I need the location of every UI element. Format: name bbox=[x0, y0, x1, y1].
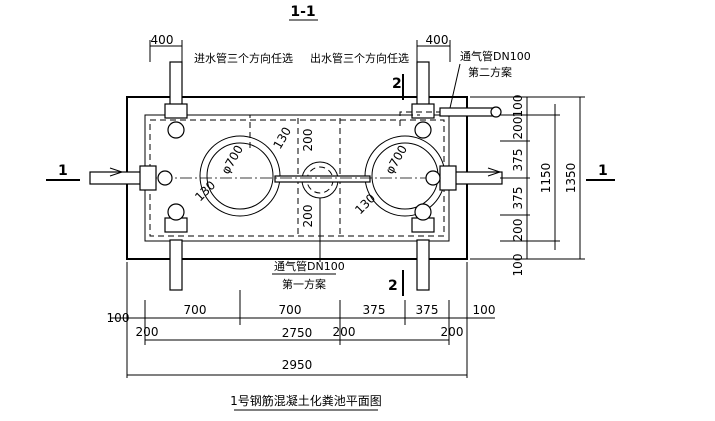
dim-200-top: 200 bbox=[301, 129, 315, 152]
outlet-note: 出水管三个方向任选 bbox=[310, 51, 409, 65]
flow-arrow-out bbox=[487, 167, 502, 177]
dim-bottom-700-a: 700 bbox=[184, 303, 207, 317]
dim-top-right: 400 bbox=[426, 33, 449, 47]
section-mark-bottom: 2 bbox=[388, 278, 398, 294]
dim-bottom-700-b: 700 bbox=[279, 303, 302, 317]
inlet-tee-top bbox=[167, 121, 185, 139]
dim-right-1350: 1350 bbox=[564, 163, 578, 194]
dim-right-200-top: 200 bbox=[511, 117, 525, 140]
dim-right-200-bottom: 200 bbox=[511, 219, 525, 242]
manhole-left-inner bbox=[206, 142, 274, 210]
dim-top-left: 400 bbox=[151, 33, 174, 47]
dim-bottom-2750: 2750 bbox=[282, 326, 313, 340]
section-title: 1-1 bbox=[290, 4, 315, 20]
inlet-fitting-left bbox=[139, 165, 157, 191]
vent-bottom-label: 通气管DN100 bbox=[274, 259, 345, 273]
dim-bottom-100-left: 100 bbox=[107, 311, 130, 325]
vent-bottom-scheme: 第一方案 bbox=[282, 277, 326, 291]
outlet-fitting-right bbox=[439, 165, 457, 191]
outlet-fitting-top-a bbox=[411, 103, 435, 119]
inlet-tee-bottom bbox=[167, 203, 185, 221]
section-mark-top: 2 bbox=[392, 76, 402, 92]
drawing-title: 1号钢筋混凝土化粪池平面图 bbox=[230, 393, 382, 408]
inlet-pipe-top bbox=[169, 61, 183, 107]
outlet-tee-top bbox=[414, 121, 432, 139]
outlet-tee-bottom bbox=[414, 203, 432, 221]
dim-bottom-100-right: 100 bbox=[473, 303, 496, 317]
phi-right: φ700 bbox=[382, 143, 410, 177]
dim-bottom-200-mid: 200 bbox=[333, 325, 356, 339]
section-mark-right: 1 bbox=[598, 163, 608, 179]
dim-bottom-375-a: 375 bbox=[363, 303, 386, 317]
vent-pipe-route-right bbox=[399, 111, 455, 126]
dim-right-375-a: 375 bbox=[511, 149, 525, 172]
dim-130-c: 130 bbox=[352, 191, 378, 217]
vent-pipe-end bbox=[490, 106, 502, 118]
dim-200-mid: 200 bbox=[301, 205, 315, 228]
vent-pipe-scheme-2 bbox=[439, 107, 496, 117]
dim-bottom-200-right: 200 bbox=[441, 325, 464, 339]
dim-130-b: 130 bbox=[192, 178, 218, 204]
vent-top-scheme: 第二方案 bbox=[468, 65, 512, 79]
vent-pipe-route-left bbox=[249, 114, 420, 148]
flow-arrow-in bbox=[109, 167, 124, 177]
vent-top-leader bbox=[449, 63, 461, 109]
dim-right-1150: 1150 bbox=[539, 163, 553, 194]
dim-bottom-375-b: 375 bbox=[416, 303, 439, 317]
inlet-note: 进水管三个方向任选 bbox=[194, 51, 293, 65]
connecting-pipe bbox=[274, 175, 371, 183]
dim-130-a: 130 bbox=[270, 125, 294, 152]
dim-right-375-b: 375 bbox=[511, 187, 525, 210]
outlet-pipe-bottom bbox=[416, 239, 430, 291]
dim-bottom-200-left: 200 bbox=[136, 325, 159, 339]
outlet-tee-right bbox=[425, 170, 441, 186]
dim-right-100-top: 100 bbox=[511, 95, 525, 118]
outlet-pipe-top bbox=[416, 61, 430, 107]
inlet-tee-left bbox=[157, 170, 173, 186]
inlet-fitting-top-a bbox=[164, 103, 188, 119]
section-mark-left: 1 bbox=[58, 163, 68, 179]
vent-top-label: 通气管DN100 bbox=[460, 49, 531, 63]
dim-right-100-bottom: 100 bbox=[511, 254, 525, 277]
dim-bottom-2950: 2950 bbox=[282, 358, 313, 372]
inlet-pipe-bottom bbox=[169, 239, 183, 291]
